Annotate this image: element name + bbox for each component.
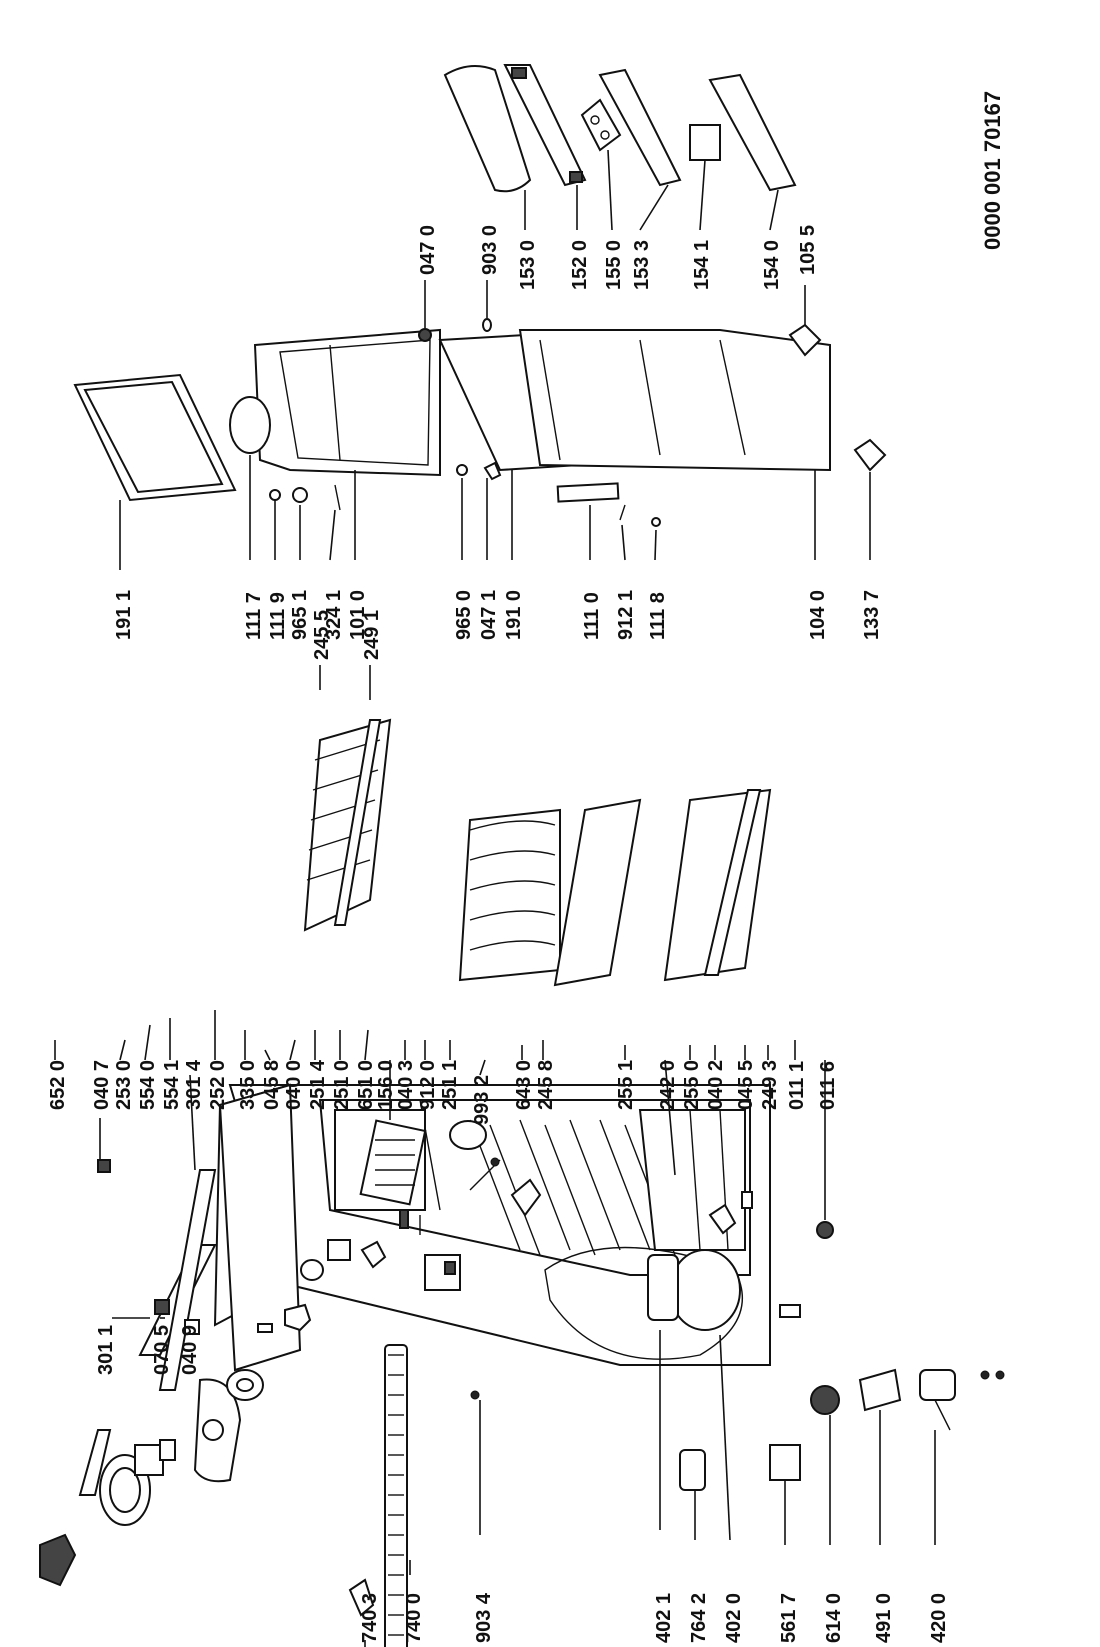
top-left-parts <box>39 1157 1005 1617</box>
label-301-1: 301 1 <box>95 1325 117 1375</box>
label-554-1: 554 1 <box>161 1060 183 1110</box>
label-965-1: 965 1 <box>289 590 311 640</box>
label-740-0: 740 0 <box>403 1593 425 1643</box>
label-301-4: 301 4 <box>183 1059 205 1110</box>
label-040-7: 040 7 <box>91 1060 113 1110</box>
label-111-8: 111 8 <box>647 592 669 640</box>
label-912-0: 912 0 <box>417 1060 439 1110</box>
label-070-5: 070 5 <box>151 1325 173 1375</box>
label-491-0: 491 0 <box>873 1593 895 1643</box>
label-402-1: 402 1 <box>653 1593 675 1643</box>
label-249-1: 249 1 <box>361 610 383 660</box>
door-bins <box>443 64 797 193</box>
label-153-3: 153 3 <box>631 240 653 290</box>
label-111-0: 111 0 <box>581 592 603 640</box>
label-912-1: 912 1 <box>615 590 637 640</box>
label-040-0: 040 0 <box>283 1060 305 1110</box>
label-154-0: 154 0 <box>761 240 783 290</box>
label-045-5: 045 5 <box>735 1060 757 1110</box>
label-111-7: 111 7 <box>243 592 265 640</box>
vent-grille <box>384 1344 408 1647</box>
label-764-2: 764 2 <box>688 1593 710 1643</box>
label-614-0: 614 0 <box>823 1593 845 1643</box>
label-251-0: 251 0 <box>331 1060 353 1110</box>
label-651-0: 651 0 <box>355 1060 377 1110</box>
label-402-0: 402 0 <box>723 1593 745 1643</box>
label-252-0: 252 0 <box>207 1060 229 1110</box>
label-561-7: 561 7 <box>778 1593 800 1643</box>
document-number: 0000 001 70167 <box>980 91 1005 250</box>
label-335-0: 335 0 <box>237 1060 259 1110</box>
label-040-9: 040 9 <box>179 1325 201 1375</box>
label-554-0: 554 0 <box>137 1060 159 1110</box>
label-903-0: 903 0 <box>479 225 501 275</box>
label-255-0: 255 0 <box>681 1060 703 1110</box>
shelves <box>303 718 772 987</box>
label-255-1: 255 1 <box>615 1060 637 1110</box>
label-245-8: 245 8 <box>535 1060 557 1110</box>
label-993-2: 993 2 <box>471 1075 493 1125</box>
label-111-9: 111 9 <box>267 592 289 640</box>
doors <box>73 318 887 527</box>
label-156-0: 156 0 <box>375 1060 397 1110</box>
label-420-0: 420 0 <box>928 1593 950 1643</box>
label-965-0: 965 0 <box>453 590 475 640</box>
label-011-6: 011 6 <box>817 1061 839 1110</box>
label-253-0: 253 0 <box>113 1060 135 1110</box>
label-011-1: 011 1 <box>786 1061 808 1110</box>
label-047-1: 047 1 <box>478 590 500 640</box>
cabinet-body <box>213 1083 771 1400</box>
label-652-0: 652 0 <box>47 1060 69 1110</box>
label-740-3: 740 3 <box>359 1593 381 1643</box>
label-191-0: 191 0 <box>503 590 525 640</box>
label-104-0: 104 0 <box>807 590 829 640</box>
label-251-1: 251 1 <box>439 1060 461 1110</box>
label-040-3: 040 3 <box>395 1060 417 1110</box>
label-101-0: 101 0 <box>347 590 369 640</box>
label-133-7: 133 7 <box>861 590 883 640</box>
label-153-0: 153 0 <box>517 240 539 290</box>
label-242-0: 242 0 <box>657 1060 679 1110</box>
part-labels: 301 1 070 5 040 9 040 7 253 0 554 0 554 … <box>47 91 1005 1643</box>
label-105-5: 105 5 <box>797 225 819 275</box>
label-643-0: 643 0 <box>513 1060 535 1110</box>
leader-lines <box>54 149 936 1647</box>
label-903-4: 903 4 <box>473 1592 495 1643</box>
label-040-2: 040 2 <box>705 1060 727 1110</box>
label-045-8: 045 8 <box>261 1060 283 1110</box>
label-154-1: 154 1 <box>691 240 713 290</box>
label-324-1: 324 1 <box>323 590 345 640</box>
label-249-3: 249 3 <box>759 1060 781 1110</box>
label-155-0: 155 0 <box>603 240 625 290</box>
label-191-1: 191 1 <box>113 590 135 640</box>
label-047-0: 047 0 <box>417 225 439 275</box>
label-152-0: 152 0 <box>569 240 591 290</box>
label-245-5: 245 5 <box>311 610 333 660</box>
label-251-4: 251 4 <box>307 1059 329 1110</box>
